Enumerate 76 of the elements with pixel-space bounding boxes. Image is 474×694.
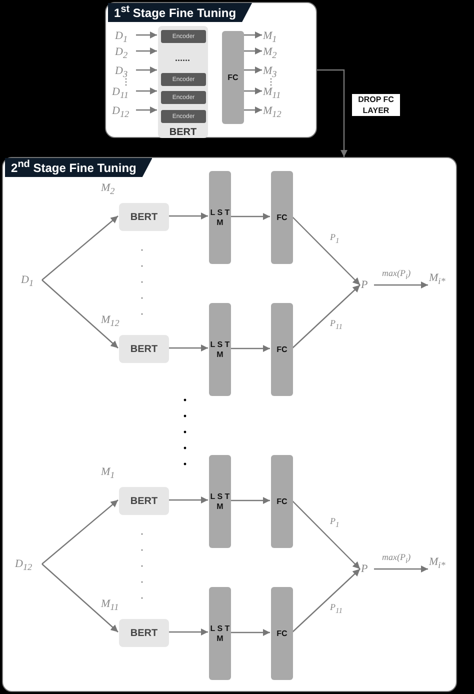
edge-label: max(P$_{i}$): [382, 268, 411, 282]
layer-block: L S T M: [209, 171, 231, 264]
arrow: [292, 216, 360, 286]
edge-label: P$_{1}$: [330, 232, 340, 246]
panel-heading: 1$^{st}$ Stage Fine Tuning: [108, 3, 252, 22]
math-label: P: [361, 278, 375, 294]
math-label: D$_{1}$: [21, 273, 43, 289]
edge-label: max(P$_{i}$): [382, 552, 411, 566]
arrow: [292, 284, 360, 349]
arrow: [243, 31, 262, 39]
model-label: M$_{11}$: [101, 597, 119, 614]
math-label: P: [361, 562, 375, 578]
arrow: [136, 31, 157, 39]
edge-label: DROP FC LAYER: [352, 94, 400, 116]
arrow: [168, 628, 208, 636]
model-block: BERT: [119, 619, 169, 647]
arrow: [230, 212, 270, 220]
edge-label: P$_{11}$: [330, 602, 342, 616]
edge-label: P$_{11}$: [330, 318, 342, 332]
arrow: [374, 281, 428, 289]
layer-block: FC: [271, 587, 293, 680]
arrow: [230, 628, 270, 636]
math-label: D$_{1}$: [115, 29, 137, 43]
model-block: BERT: [119, 487, 169, 515]
model-label: M$_{2}$: [101, 181, 115, 198]
arrow: [136, 47, 157, 55]
layer-block: L S T M: [209, 303, 231, 396]
arrow: [243, 106, 262, 114]
panel-heading: 2$^{nd}$ Stage Fine Tuning: [5, 158, 152, 177]
model-block: BERT: [119, 335, 169, 363]
layer-block: FC: [271, 455, 293, 548]
arrow: [42, 564, 118, 632]
arrow: [168, 496, 208, 504]
arrow: [42, 500, 118, 564]
arrow: [292, 500, 360, 570]
arrow: [243, 87, 262, 95]
arrow: [317, 69, 348, 157]
arrow: [230, 496, 270, 504]
layer-block: FC: [271, 171, 293, 264]
math-label: M$_{12}$: [263, 104, 288, 118]
layer-block: L S T M: [209, 455, 231, 548]
math-label: D$_{11}$: [112, 85, 137, 99]
layer-block: L S T M: [209, 587, 231, 680]
arrow: [42, 280, 118, 348]
ellipsis-text: ......: [174, 53, 191, 63]
arrow: [243, 66, 262, 74]
block-label: BERT: [168, 127, 198, 138]
arrow: [292, 568, 360, 633]
arrow: [168, 344, 208, 352]
arrow: [136, 106, 157, 114]
arrow: [374, 565, 428, 573]
stage-panel: [105, 2, 317, 138]
math-label: D$_{12}$: [112, 104, 137, 118]
model-block: BERT: [119, 203, 169, 231]
arrow: [168, 212, 208, 220]
stage-panel: [2, 157, 457, 692]
math-label: M$_{i*}$: [429, 271, 459, 289]
layer-block: FC: [222, 31, 244, 124]
math-label: M$_{11}$: [263, 85, 288, 99]
math-label: D$_{12}$: [15, 557, 43, 573]
arrow: [136, 66, 157, 74]
math-label: D$_{3}$: [115, 64, 137, 78]
math-label: M$_{i*}$: [429, 555, 459, 573]
model-label: M$_{1}$: [101, 465, 115, 482]
math-label: M$_{3}$: [263, 64, 285, 78]
math-label: M$_{2}$: [263, 45, 285, 59]
model-block: [158, 26, 208, 138]
arrow: [136, 87, 157, 95]
model-label: M$_{12}$: [101, 313, 120, 330]
arrow: [243, 47, 262, 55]
edge-label: P$_{1}$: [330, 516, 340, 530]
layer-block: FC: [271, 303, 293, 396]
math-label: M$_{1}$: [263, 29, 285, 43]
arrow: [230, 344, 270, 352]
arrow: [42, 216, 118, 280]
math-label: D$_{2}$: [115, 45, 137, 59]
